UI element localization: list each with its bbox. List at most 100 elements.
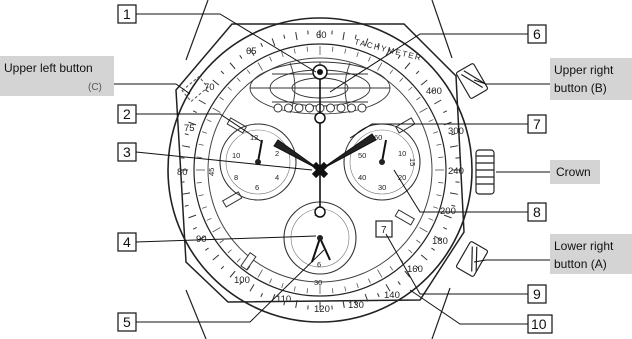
globe-dot <box>337 104 345 112</box>
minute-tick <box>357 52 359 57</box>
minute-marker: 45 <box>207 168 216 176</box>
upper-right-button-label: Upper right <box>554 63 614 77</box>
minute-tick <box>294 49 295 54</box>
minute-tick <box>436 195 441 196</box>
callout-number: 1 <box>123 6 131 22</box>
minute-tick <box>294 286 295 291</box>
callout-7: 7 <box>528 115 546 133</box>
bezel-tick <box>193 227 197 229</box>
bezel-number: 80 <box>177 167 188 178</box>
bottom-subdial-number: 6 <box>317 260 321 269</box>
minute-tick <box>332 47 333 52</box>
minute-tick <box>408 250 412 253</box>
upper-left-button-label: Upper left button <box>4 61 93 75</box>
callout-number: 6 <box>533 26 541 42</box>
callout-number: 10 <box>531 316 547 332</box>
bezel-tick <box>182 193 190 194</box>
minute-tick <box>416 97 420 100</box>
bezel-tick <box>405 63 410 69</box>
minute-tick <box>247 70 250 74</box>
bezel-number: 110 <box>276 294 291 305</box>
bezel-tick <box>421 255 427 260</box>
bezel-tick <box>213 255 219 260</box>
minute-tick <box>390 70 393 74</box>
bezel-number: 160 <box>407 264 423 275</box>
minute-marker: 30 <box>314 278 322 287</box>
callout-9: 9 <box>528 285 546 303</box>
bezel-tick <box>443 111 447 113</box>
bezel-tick <box>221 266 224 269</box>
minute-tick <box>307 288 308 293</box>
callout-number: 8 <box>533 204 541 220</box>
bezel-tick <box>443 227 447 229</box>
callout-10: 10 <box>528 315 552 333</box>
minute-tick <box>220 240 224 243</box>
bezel-tick <box>199 100 206 104</box>
lower-right-button-letter: button (A) <box>554 257 607 271</box>
minute-tick <box>433 207 438 209</box>
minute-tick <box>197 182 202 183</box>
right-subdial-number: 50 <box>358 151 366 160</box>
left-subdial-number: 2 <box>275 149 279 158</box>
bezel-tick <box>261 293 263 297</box>
callout-number: 4 <box>123 234 131 250</box>
minute-tick <box>207 120 212 122</box>
callout-number: 5 <box>123 314 131 330</box>
minute-tick <box>228 250 232 253</box>
right-subdial-number: 40 <box>358 173 366 182</box>
right-subdial-number: 20 <box>398 173 406 182</box>
bezel-number: 65 <box>246 46 257 57</box>
crown-label: Crown <box>556 165 591 179</box>
left-subdial-number: 10 <box>232 151 240 160</box>
right-subdial-number: 30 <box>378 183 386 192</box>
bezel-number: 240 <box>448 166 464 177</box>
minute-tick <box>420 108 428 113</box>
bezel-number: 130 <box>348 300 364 311</box>
minute-tick <box>207 218 212 220</box>
bezel-number: 400 <box>426 86 442 97</box>
minute-tick <box>282 52 284 57</box>
minute-tick <box>197 157 202 158</box>
callout-6: 6 <box>528 25 546 43</box>
callout-number: 2 <box>123 106 131 122</box>
globe-dot <box>295 104 303 112</box>
bezel-tick <box>221 71 224 74</box>
bezel-number: 100 <box>234 275 250 286</box>
minute-tick <box>416 240 420 243</box>
minute-tick <box>332 288 333 293</box>
minute-tick <box>237 78 240 82</box>
globe-dot <box>358 104 366 112</box>
minute-tick <box>438 157 443 158</box>
bezel-tick <box>240 55 242 58</box>
callout-1: 1 <box>118 5 136 23</box>
left-subdial-number: 8 <box>234 173 238 182</box>
left-subdial-number: 6 <box>255 183 259 192</box>
bezel-number: 75 <box>184 123 195 134</box>
minute-tick <box>202 207 207 209</box>
minute-tick <box>228 87 232 90</box>
minute-tick <box>420 228 428 233</box>
minute-tick <box>357 283 359 288</box>
bezel-tick <box>205 248 208 250</box>
globe-dot <box>348 104 356 112</box>
bezel-number: 180 <box>432 236 448 247</box>
callout-number: 3 <box>123 144 131 160</box>
bezel-number: 300 <box>448 126 464 137</box>
bezel-tick <box>450 146 458 147</box>
minute-tick <box>408 87 412 90</box>
callout-5: 5 <box>118 313 136 331</box>
bezel-tick <box>250 284 254 291</box>
minute-tick <box>237 258 240 262</box>
bezel-tick <box>398 281 400 284</box>
minute-tick <box>220 97 224 100</box>
bezel-tick <box>296 32 297 40</box>
minute-tick <box>378 63 383 71</box>
lower-right-button-label: Lower right <box>554 239 614 253</box>
lower-right-button <box>456 241 488 277</box>
minute-tick <box>213 108 221 113</box>
bezel-tick <box>421 80 427 85</box>
left-subdial-number: 4 <box>275 173 279 182</box>
bezel-number: 70 <box>204 82 215 93</box>
bezel-tick <box>188 215 196 218</box>
